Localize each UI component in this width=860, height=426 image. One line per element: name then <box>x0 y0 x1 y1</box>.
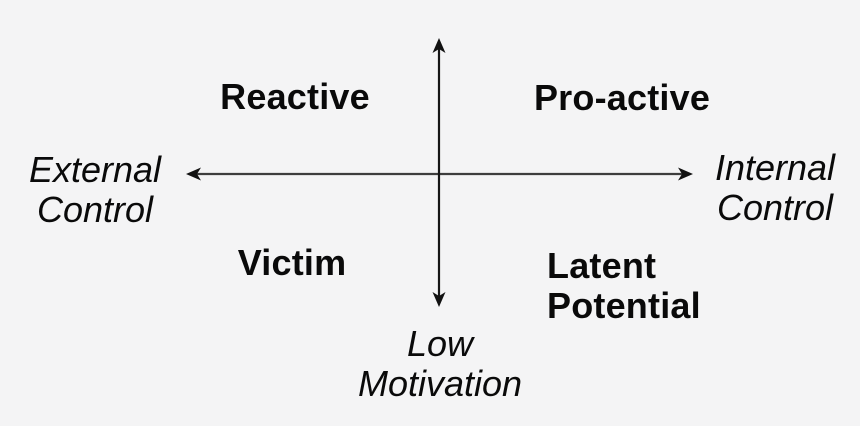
arrow-left-icon <box>186 167 201 181</box>
arrow-down-icon <box>432 292 446 307</box>
quadrant-label-victim: Victim <box>237 242 347 283</box>
arrow-right-icon <box>678 167 693 181</box>
quadrant-label-proactive: Pro-active <box>533 77 711 118</box>
arrow-up-icon <box>432 38 446 53</box>
quadrant-label-latent-potential: Latent Potential <box>547 245 701 326</box>
axis-label-low-motivation: Low Motivation <box>357 323 523 404</box>
axis-label-internal-control: Internal Control <box>714 147 836 228</box>
axis-label-external-control: External Control <box>28 149 162 230</box>
quadrant-label-reactive: Reactive <box>220 76 370 117</box>
